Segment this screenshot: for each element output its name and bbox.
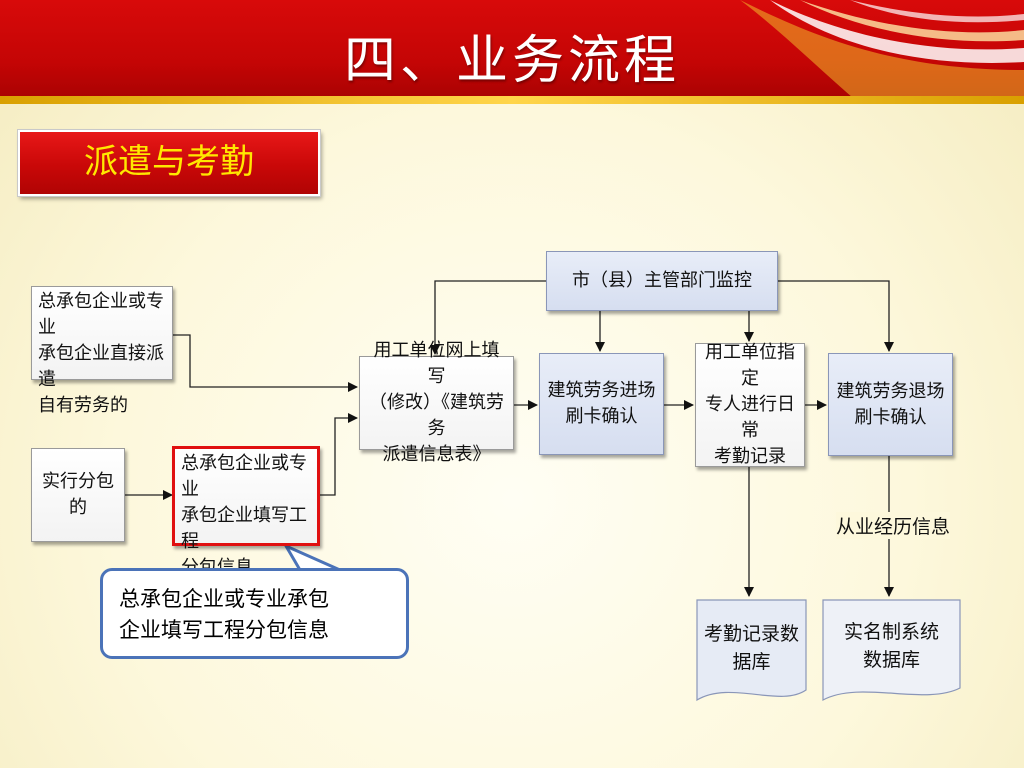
edge-monitor-to-exit (778, 280, 894, 352)
realname-db-shape (822, 599, 961, 702)
edge-direct-to-form (173, 334, 358, 392)
edge-label-work-history: 从业经历信息 (836, 512, 951, 539)
node-realname-db-line-1: 实名制系统 (843, 621, 939, 643)
node-entry-card-line-2: 刷卡确认 (565, 406, 638, 427)
node-entry-card-line-1: 建筑劳务进场 (547, 380, 656, 401)
page-title: 四、业务流程 (343, 31, 680, 91)
node-attendance-db: 考勤记录数 据库 (697, 620, 806, 676)
node-fill-dispatch-form-line-3: 派遣信息表》 (382, 444, 491, 465)
header-banner: 四、业务流程 (0, 0, 1024, 104)
section-tab: 派遣与考勤 (17, 129, 321, 197)
node-realname-db: 实名制系统 数据库 (823, 618, 960, 674)
node-fill-subcontract-line-2: 承包企业填写工程 (181, 505, 307, 552)
node-exit-card-line-1: 建筑劳务退场 (836, 380, 945, 402)
decorative-swoosh (740, 0, 1024, 104)
node-fill-dispatch-form-line-1: 用工单位网上填写 (373, 340, 500, 387)
node-attendance-db-line-2: 据库 (732, 651, 771, 673)
node-daily-attendance-line-2: 专人进行日常 (705, 394, 795, 441)
node-monitor-label: 市（县）主管部门监控 (572, 270, 752, 291)
node-direct-dispatch-line-2: 承包企业直接派遣 (38, 343, 164, 390)
header-stripe (0, 96, 1024, 104)
node-attendance-db-line-1: 考勤记录数 (703, 623, 799, 645)
node-fill-subcontract-line-1: 总承包企业或专业 (181, 453, 307, 500)
callout-line-2: 企业填写工程分包信息 (119, 618, 329, 642)
node-monitor: 市（县）主管部门监控 (546, 251, 778, 311)
node-realname-db-line-2: 数据库 (862, 649, 920, 671)
attendance-db-shape (696, 599, 807, 702)
node-daily-attendance-line-3: 考勤记录 (714, 446, 786, 467)
node-fill-dispatch-form-line-2: （修改）《建筑劳务 (369, 392, 504, 439)
node-direct-dispatch: 总承包企业或专业 承包企业直接派遣 自有劳务的 (31, 286, 173, 416)
callout-line-1: 总承包企业或专业承包 (119, 587, 329, 611)
node-subcontract: 实行分包的 (31, 448, 125, 542)
node-direct-dispatch-line-3: 自有劳务的 (38, 395, 128, 416)
node-entry-card: 建筑劳务进场 刷卡确认 (539, 353, 664, 455)
edge-monitor-to-form (430, 280, 546, 355)
edge-fill-to-form (320, 413, 358, 496)
callout-note: 总承包企业或专业承包 企业填写工程分包信息 (100, 568, 409, 659)
node-daily-attendance: 用工单位指定 专人进行日常 考勤记录 (695, 342, 805, 467)
node-exit-card-line-2: 刷卡确认 (854, 406, 927, 428)
node-daily-attendance-line-1: 用工单位指定 (705, 342, 795, 389)
node-subcontract-label: 实行分包的 (42, 471, 114, 518)
node-direct-dispatch-line-1: 总承包企业或专业 (38, 291, 164, 338)
node-fill-dispatch-form: 用工单位网上填写 （修改）《建筑劳务 派遣信息表》 (359, 340, 514, 465)
node-exit-card: 建筑劳务退场 刷卡确认 (828, 353, 953, 456)
node-fill-subcontract: 总承包企业或专业 承包企业填写工程 分包信息 (172, 446, 320, 578)
